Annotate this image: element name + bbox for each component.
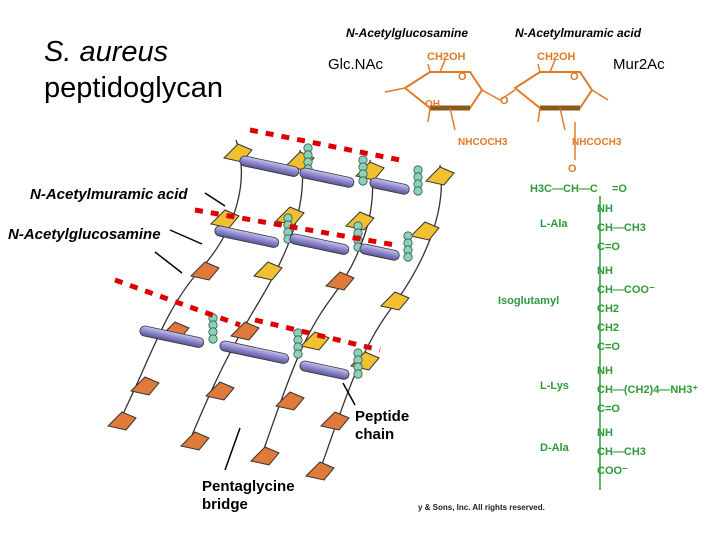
murnac-sugar xyxy=(253,261,283,281)
glcnac-sugar xyxy=(107,411,137,431)
glcnac-sugar xyxy=(250,446,280,466)
glcnac-sugar xyxy=(205,381,235,401)
sugar-units xyxy=(107,143,455,481)
lactyl-o-label: O xyxy=(568,163,577,175)
residue-line: NH xyxy=(597,265,613,277)
peptide-chain-label-1: Peptide xyxy=(355,408,409,425)
glcnac-abbrev-label: Glc.NAc xyxy=(328,56,384,73)
glcnac-sugar xyxy=(230,321,260,341)
peptide-stem xyxy=(214,225,280,248)
nhcoch3-label-1: NHCOCH3 xyxy=(458,137,508,148)
glcnac-callout-label: N-Acetylglucosamine xyxy=(8,226,161,243)
peptide-stem xyxy=(239,155,300,177)
residue-line: NH xyxy=(597,427,613,439)
murnac-sugar xyxy=(380,291,410,311)
glycine-bead xyxy=(208,334,218,344)
peptide-stem xyxy=(289,233,350,255)
glcnac-sugar xyxy=(190,261,220,281)
peptide-stem xyxy=(299,360,350,380)
peptide-stem xyxy=(369,177,410,195)
residue-line: COO⁻ xyxy=(597,465,628,477)
murnac-sugar xyxy=(425,166,455,186)
glycine-bead xyxy=(358,176,368,186)
glcnac-sugar xyxy=(130,376,160,396)
red-dash-markers xyxy=(114,127,401,353)
residue-line: CH—(CH2)4—NH3⁺ xyxy=(597,384,698,396)
glycine-bead xyxy=(293,349,303,359)
residue-name-0: L-Ala xyxy=(540,218,568,230)
residue-line: CH—COO⁻ xyxy=(597,284,655,296)
callout-lines xyxy=(154,192,356,471)
murnac-sugar xyxy=(410,221,440,241)
peptide-stem xyxy=(359,243,400,261)
chemical-structure: CH2OH CH2OH O O O OH NHCOCH3 NHCOCH3 O H… xyxy=(384,51,698,490)
glcnac-sugar xyxy=(180,431,210,451)
ch2oh-label-2: CH2OH xyxy=(537,51,576,63)
lactyl-label: H3C—CH—C xyxy=(530,183,598,195)
glcnac-sugar xyxy=(320,411,350,431)
murnac-ring xyxy=(513,71,594,109)
pentaglycine-label-2: bridge xyxy=(202,496,248,513)
glcnac-header: N-Acetylglucosamine xyxy=(346,26,469,40)
residue-line: CH2 xyxy=(597,322,619,334)
peptide-chain-label-2: chain xyxy=(355,426,394,443)
residue-line: C=O xyxy=(597,241,620,253)
ch2oh-label-1: CH2OH xyxy=(427,51,466,63)
glycosidic-o-label: O xyxy=(500,95,509,107)
glycine-bead xyxy=(413,186,423,196)
ring-o-label-2: O xyxy=(570,71,579,83)
mur2ac-abbrev-label: Mur2Ac xyxy=(613,56,665,73)
peptide-stem xyxy=(219,340,289,364)
pentaglycine-label-1: Pentaglycine xyxy=(202,478,295,495)
residue-line: NH xyxy=(597,203,613,215)
residue-name-3: D-Ala xyxy=(540,442,570,454)
lactyl-carbonyl-label: =O xyxy=(612,183,627,195)
ring-o-label-1: O xyxy=(458,71,467,83)
ring-oh-label: OH xyxy=(425,99,440,110)
glycine-bead xyxy=(353,369,363,379)
glycine-bead xyxy=(403,252,413,262)
peptide-stem xyxy=(139,325,205,348)
title-line-2: peptidoglycan xyxy=(44,72,223,104)
residue-line: CH—CH3 xyxy=(597,446,646,458)
glcnac-sugar xyxy=(275,391,305,411)
slide-title: S. aureus peptidoglycan xyxy=(44,34,223,106)
residue-line: C=O xyxy=(597,341,620,353)
glcnac-sugar xyxy=(305,461,335,481)
murnac-callout-label: N-Acetylmuramic acid xyxy=(30,186,188,203)
glcnac-sugar xyxy=(325,271,355,291)
residue-line: NH xyxy=(597,365,613,377)
title-line-1: S. aureus xyxy=(44,36,169,68)
residue-name-2: L-Lys xyxy=(540,380,569,392)
nhcoch3-label-2: NHCOCH3 xyxy=(572,137,622,148)
residue-list: L-AlaNHCH—CH3C=OIsoglutamylNHCH—COO⁻CH2C… xyxy=(498,203,698,477)
murnac-header: N-Acetylmuramic acid xyxy=(515,26,642,40)
residue-name-1: Isoglutamyl xyxy=(498,295,559,307)
residue-line: C=O xyxy=(597,403,620,415)
glcnac-ring xyxy=(403,71,484,109)
residue-line: CH—CH3 xyxy=(597,222,646,234)
residue-line: CH2 xyxy=(597,303,619,315)
peptide-stem xyxy=(299,167,355,188)
copyright-text: y & Sons, Inc. All rights reserved. xyxy=(418,503,545,512)
